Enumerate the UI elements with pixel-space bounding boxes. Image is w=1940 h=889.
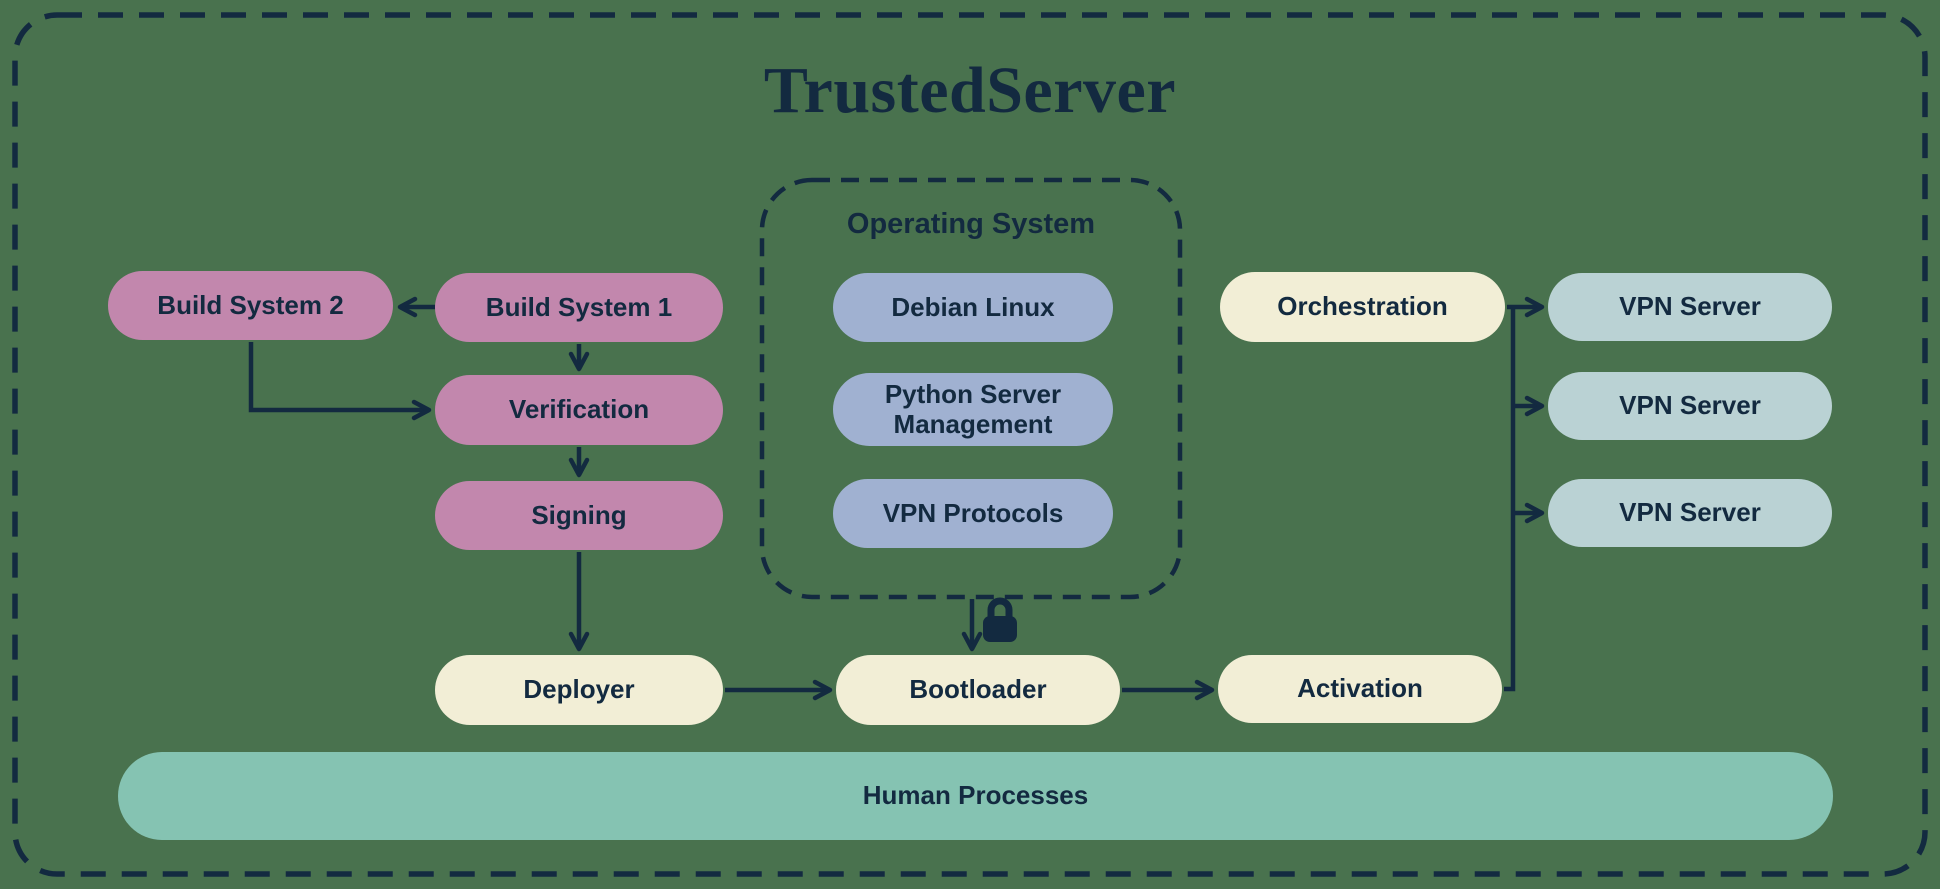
node-deployer: Deployer (435, 655, 723, 725)
edges-group (248, 296, 1545, 701)
node-python-server-management: Python Server Management (833, 373, 1113, 446)
node-vpn-server-2: VPN Server (1548, 372, 1832, 440)
node-build-system-1: Build System 1 (435, 273, 723, 342)
edge-build2-verification (248, 342, 432, 421)
node-label: VPN Server (1619, 497, 1761, 528)
node-vpn-server-3: VPN Server (1548, 479, 1832, 547)
edge-activation-trunk (1504, 307, 1516, 692)
node-label: Build System 2 (157, 289, 344, 320)
node-label: Debian Linux (891, 291, 1055, 322)
node-label: Human Processes (862, 780, 1089, 811)
node-orchestration: Orchestration (1220, 272, 1505, 342)
node-label: Verification (508, 394, 650, 425)
node-vpn-protocols: VPN Protocols (833, 479, 1113, 548)
node-label: Signing (531, 499, 627, 530)
node-build-system-2: Build System 2 (108, 271, 393, 340)
node-label: Build System 1 (485, 291, 673, 322)
node-label: VPN Server (1619, 390, 1761, 421)
node-label: Python Server Management (884, 378, 1062, 439)
outer-dashed-border (12, 12, 1928, 877)
page-title: TrustedServer (763, 54, 1177, 127)
node-signing: Signing (435, 481, 723, 550)
node-label: Orchestration (1277, 291, 1448, 322)
node-label: Activation (1297, 673, 1423, 704)
node-vpn-server-1: VPN Server (1548, 273, 1832, 341)
operating-system-group-label: Operating System (846, 208, 1096, 240)
node-debian-linux: Debian Linux (833, 273, 1113, 342)
node-label: VPN Protocols (882, 497, 1064, 528)
operating-system-group-border (759, 177, 1183, 600)
lock-icon (983, 597, 1017, 642)
node-verification: Verification (435, 375, 723, 445)
node-label: VPN Server (1619, 291, 1761, 322)
node-bootloader: Bootloader (836, 655, 1120, 725)
node-label: Deployer (523, 674, 635, 705)
node-label: Bootloader (909, 674, 1047, 705)
node-activation: Activation (1218, 655, 1502, 723)
node-human-processes: Human Processes (118, 752, 1833, 840)
